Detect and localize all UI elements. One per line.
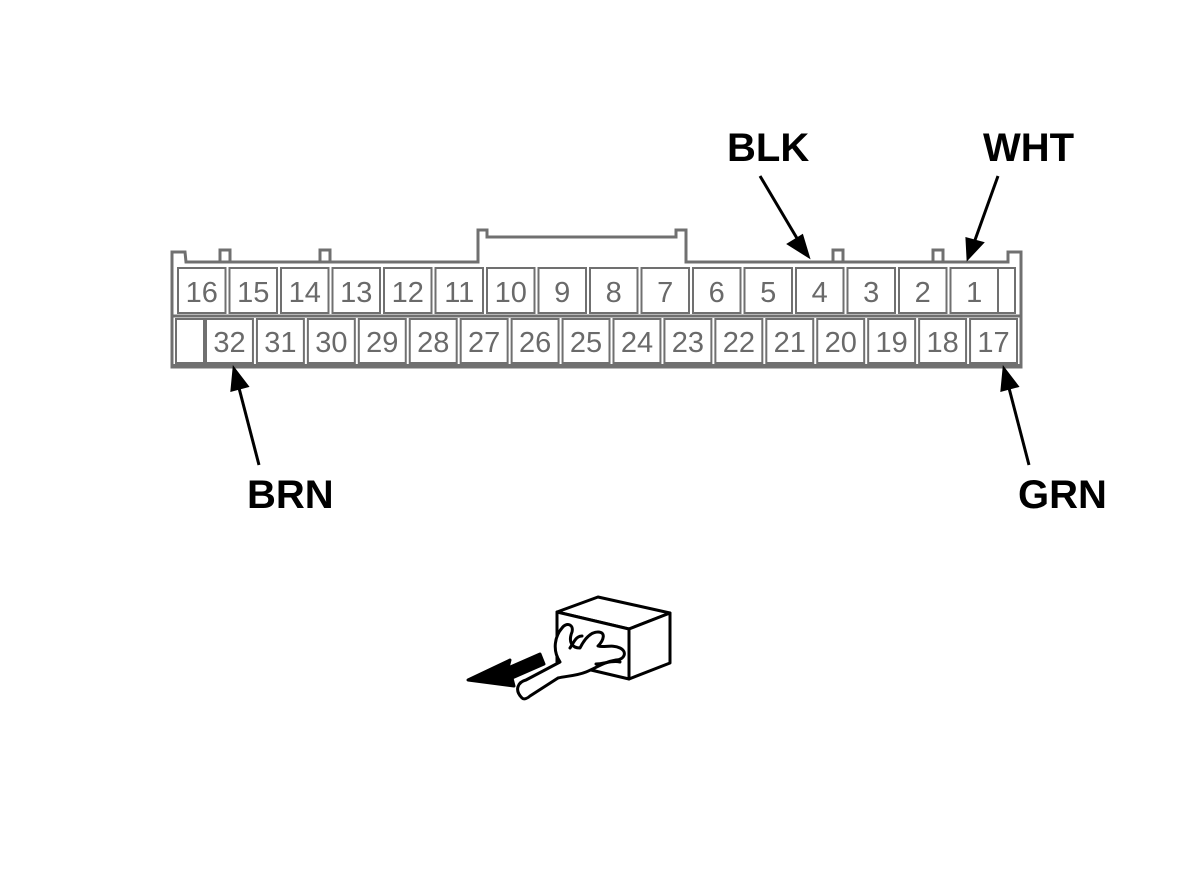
pin-number: 6: [709, 277, 725, 309]
label-grn: GRN: [1018, 473, 1107, 517]
pin-cell: [357, 318, 407, 364]
pin-cell: [459, 318, 509, 364]
hand-inserting-connector-icon: [466, 595, 672, 701]
label-wht: WHT: [983, 126, 1074, 170]
pin-number: 9: [554, 277, 570, 309]
pin-number: 21: [774, 327, 806, 359]
pin-number: 2: [915, 277, 931, 309]
pin-cell: [969, 318, 1018, 364]
pin-number: 13: [340, 277, 372, 309]
pin-cell: [228, 267, 278, 314]
pin-cell: [177, 267, 227, 314]
pin-number: 10: [495, 277, 527, 309]
pin-cell: [743, 267, 793, 314]
pin-number: 3: [863, 277, 879, 309]
pin-number: 22: [723, 327, 755, 359]
pin-number: 4: [812, 277, 828, 309]
pin-cell: [383, 267, 433, 314]
pin-number: 19: [876, 327, 908, 359]
pin-number: 15: [237, 277, 269, 309]
pin-cell: [846, 267, 896, 314]
pin-number: 7: [657, 277, 673, 309]
pin-number: 12: [392, 277, 424, 309]
empty-cavity: [175, 318, 205, 364]
pin-cell: [205, 318, 254, 364]
pin-number: 27: [468, 327, 500, 359]
pin-cell: [867, 318, 917, 364]
pin-number: 18: [926, 327, 958, 359]
pin-cell: [434, 267, 484, 314]
pin-number: 29: [366, 327, 398, 359]
pin-number: 8: [606, 277, 622, 309]
grn-arrow: [1000, 365, 1031, 466]
pin-cell: [640, 267, 690, 314]
pin-cell: [561, 318, 611, 364]
pin-number: 25: [570, 327, 602, 359]
pin-number: 24: [621, 327, 653, 359]
pin-cell: [486, 267, 536, 314]
pin-number: 23: [672, 327, 704, 359]
pin-number: 14: [289, 277, 321, 309]
pin-number: 16: [186, 277, 218, 309]
pin-number: 20: [825, 327, 857, 359]
pin-number: 31: [264, 327, 296, 359]
pin-cell: [280, 267, 330, 314]
pin-cell: [795, 267, 845, 314]
pin-cell: [714, 318, 764, 364]
wht-arrow: [965, 175, 1000, 262]
pin-number: 28: [417, 327, 449, 359]
wire-callout-arrows: [230, 175, 1031, 466]
pin-number: 30: [315, 327, 347, 359]
pin-cell: [589, 267, 639, 314]
pin-cell: [408, 318, 458, 364]
pin-cell: [816, 318, 866, 364]
pin-cell: [663, 318, 713, 364]
label-brn: BRN: [247, 473, 334, 517]
blk-arrow: [758, 175, 811, 260]
pin-cell: [306, 318, 356, 364]
pin-cell: [898, 267, 948, 314]
pin-cell: [537, 267, 587, 314]
pin-cell: [612, 318, 662, 364]
pin-number: 32: [213, 327, 245, 359]
pin-number: 5: [760, 277, 776, 309]
pin-cell: [255, 318, 305, 364]
label-blk: BLK: [727, 126, 809, 170]
pin-cell: [331, 267, 381, 314]
connector-housing: [170, 228, 1023, 369]
brn-arrow: [230, 365, 261, 466]
pin-cell: [765, 318, 815, 364]
pin-number: 26: [519, 327, 551, 359]
empty-cavity: [997, 267, 1016, 314]
pin-number: 17: [977, 327, 1009, 359]
pin-cell: [918, 318, 968, 364]
pin-cell: [510, 318, 560, 364]
pin-number: 1: [966, 277, 982, 309]
pin-cell: [692, 267, 742, 314]
pin-number: 11: [444, 277, 474, 309]
